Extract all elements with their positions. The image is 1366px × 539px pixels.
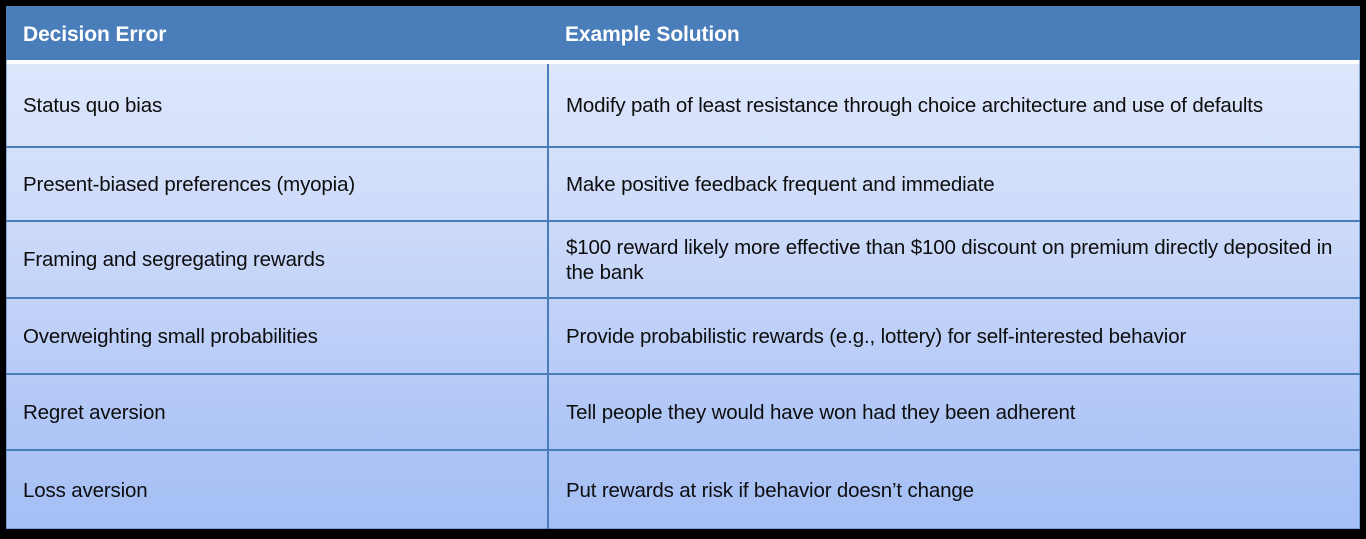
cell-example-solution: Tell people they would have won had they…: [566, 400, 1076, 424]
column-header-decision-error[interactable]: Decision Error: [6, 6, 548, 64]
table-body: Status quo bias Modify path of least res…: [6, 64, 1360, 529]
decision-error-table: Decision Error Example Solution Status q…: [6, 6, 1360, 529]
table-row[interactable]: Regret aversion Tell people they would h…: [6, 374, 1360, 450]
cell-decision-error: Overweighting small probabilities: [6, 298, 549, 374]
table-row[interactable]: Framing and segregating rewards $100 rew…: [6, 221, 1360, 298]
cell-example-solution: Put rewards at risk if behavior doesn’t …: [566, 478, 974, 502]
cell-example-solution: Modify path of least resistance through …: [566, 93, 1263, 117]
cell-decision-error: Regret aversion: [6, 374, 549, 450]
cell-example-solution: $100 reward likely more effective than $…: [566, 235, 1333, 284]
table-header: Decision Error Example Solution: [6, 6, 1360, 64]
cell-decision-error: Status quo bias: [6, 64, 549, 147]
cell-decision-error: Present-biased preferences (myopia): [6, 147, 549, 221]
column-header-example-solution[interactable]: Example Solution: [548, 6, 1360, 64]
table-row[interactable]: Overweighting small probabilities Provid…: [6, 298, 1360, 374]
cell-example-solution: Make positive feedback frequent and imme…: [566, 172, 995, 196]
cell-decision-error: Loss aversion: [6, 450, 549, 529]
cell-decision-error: Framing and segregating rewards: [6, 221, 549, 298]
table-row[interactable]: Status quo bias Modify path of least res…: [6, 64, 1360, 147]
cell-example-solution: Provide probabilistic rewards (e.g., lot…: [566, 324, 1187, 348]
table-row[interactable]: Present-biased preferences (myopia) Make…: [6, 147, 1360, 221]
table-row[interactable]: Loss aversion Put rewards at risk if beh…: [6, 450, 1360, 529]
table-header-row: Decision Error Example Solution: [6, 6, 1360, 64]
table-container: Decision Error Example Solution Status q…: [6, 6, 1360, 529]
